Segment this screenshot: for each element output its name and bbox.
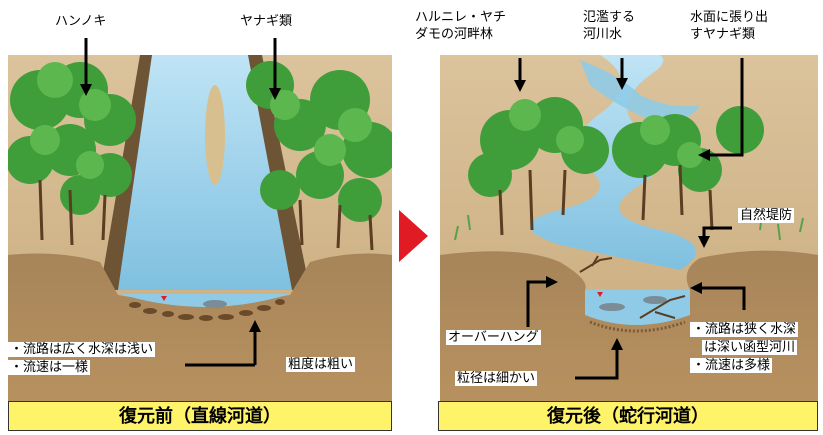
label-flow-path-right-2: は深い函型河川 bbox=[702, 340, 798, 355]
label-willow: ヤナギ類 bbox=[240, 14, 293, 29]
caption-after: 復元後（蛇行河道） bbox=[438, 401, 818, 431]
label-riparian-forest-1: ハルニレ・ヤチ bbox=[415, 10, 507, 25]
label-flood-water-1: 氾濫する bbox=[583, 10, 636, 25]
label-flood-water-2: 河川水 bbox=[583, 27, 623, 42]
pointer-arrows bbox=[84, 38, 746, 380]
label-willow-over-water-1: 水面に張り出 bbox=[690, 10, 769, 25]
label-flow-path-right-1: ・流路は狭く水深 bbox=[690, 322, 799, 337]
meandering-channel bbox=[530, 55, 696, 270]
label-flow-speed-left: ・流速は一様 bbox=[8, 360, 91, 375]
label-natural-levee: 自然堤防 bbox=[738, 208, 795, 223]
caption-before: 復元前（直線河道） bbox=[8, 401, 392, 431]
label-willow-over-water-2: すヤナギ類 bbox=[690, 27, 756, 42]
label-flow-speed-right: ・流速は多様 bbox=[690, 358, 773, 373]
label-overhang: オーバーハング bbox=[446, 330, 541, 345]
transition-arrow bbox=[399, 210, 428, 262]
label-alder: ハンノキ bbox=[55, 14, 107, 29]
label-grain-size: 粒径は細かい bbox=[455, 371, 538, 386]
straight-channel bbox=[115, 55, 300, 290]
label-flow-path-left: ・流路は広く水深は浅い bbox=[8, 342, 156, 357]
label-riparian-forest-2: ダモの河畔林 bbox=[415, 27, 494, 42]
label-roughness: 粗度は粗い bbox=[286, 357, 356, 372]
